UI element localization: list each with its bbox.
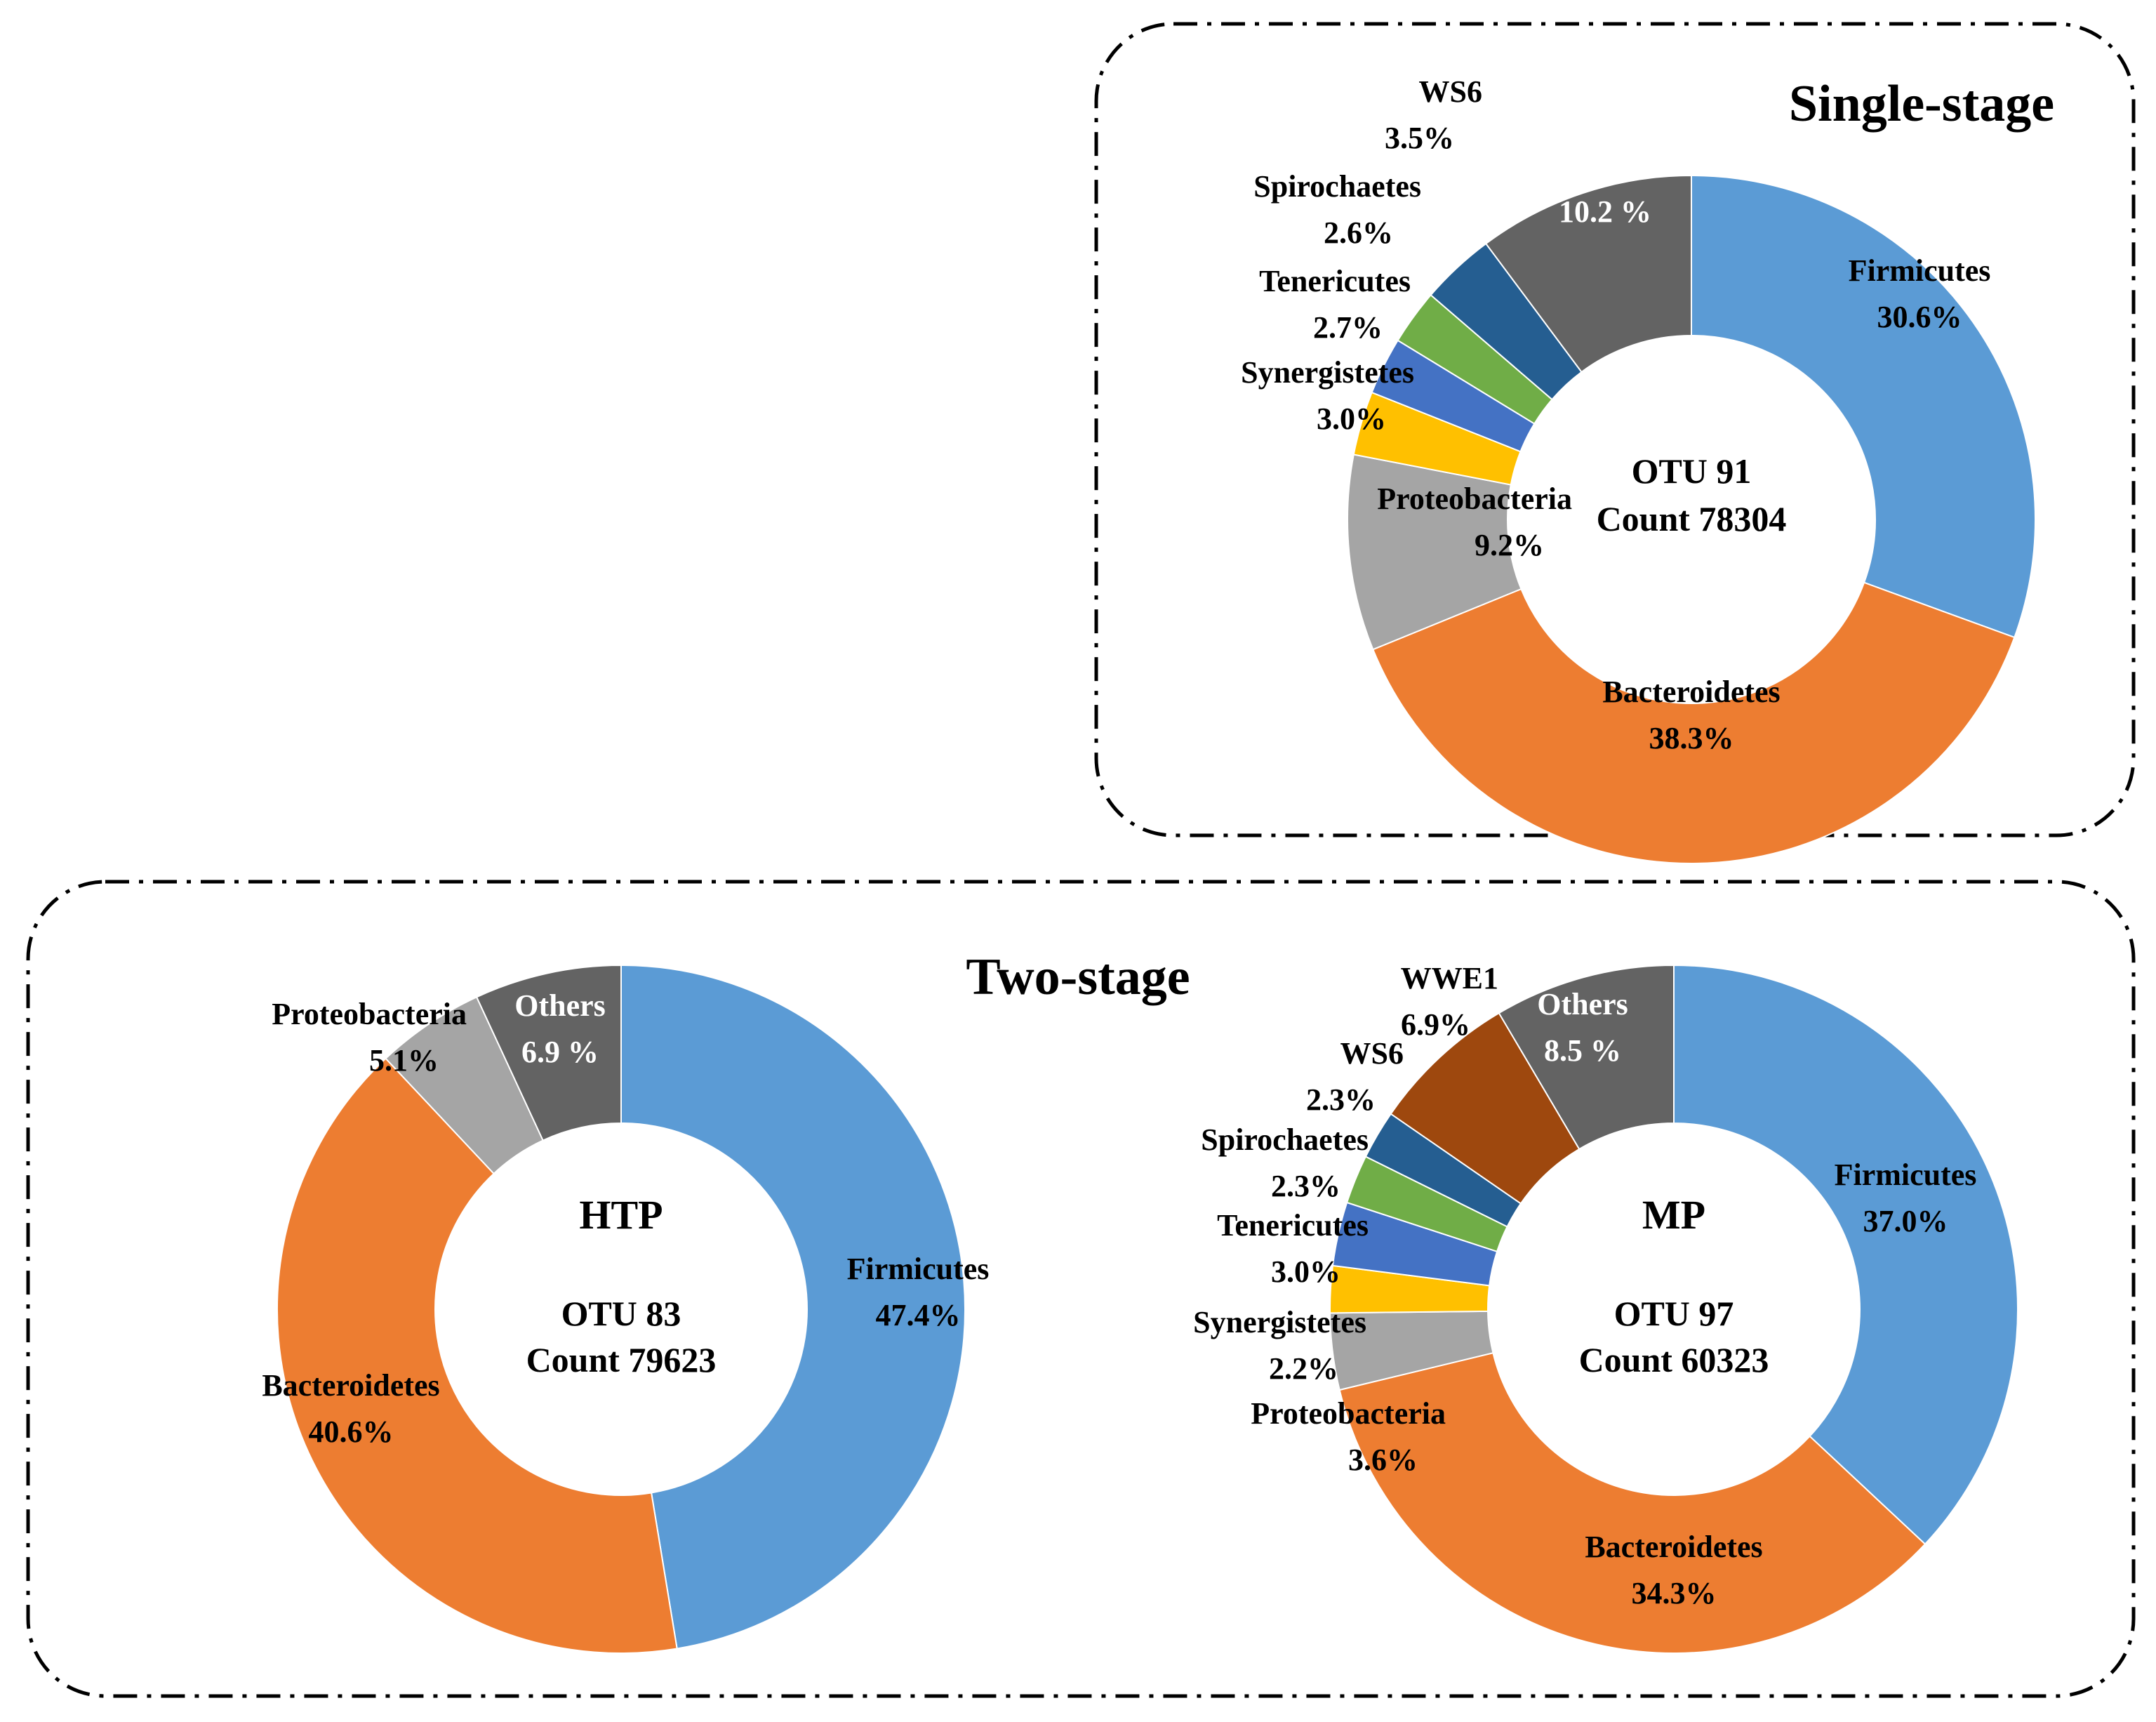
slice-label-proteobacteria: Proteobacteria bbox=[1251, 1396, 1446, 1431]
slice-label-bacteroidetes: Bacteroidetes bbox=[262, 1368, 439, 1403]
slice-firmicutes bbox=[1691, 174, 2036, 639]
slice-bacteroidetes bbox=[277, 1057, 678, 1654]
slice-percent-others: 8.5 % bbox=[1544, 1033, 1621, 1068]
slice-percent-proteobacteria: 5.1% bbox=[369, 1043, 439, 1078]
slice-label-proteobacteria: Proteobacteria bbox=[272, 997, 467, 1031]
slice-percent-bacteroidetes: 34.3% bbox=[1632, 1576, 1717, 1610]
slice-label-synergistetes: Synergistetes bbox=[1241, 355, 1414, 390]
slice-percent-proteobacteria: 9.2% bbox=[1475, 528, 1544, 562]
slice-percent-wwe1: 6.9% bbox=[1401, 1007, 1470, 1042]
htp-donut-chart: Firmicutes 47.4% Bacteroidetes 40.6% Proteob… bbox=[262, 964, 990, 1654]
slice-label-tenericutes: Tenericutes bbox=[1217, 1208, 1369, 1243]
slice-label-others: Others bbox=[1559, 148, 1651, 183]
slice-percent-synergistetes: 2.2% bbox=[1269, 1351, 1338, 1386]
slice-percent-synergistetes: 3.0% bbox=[1317, 402, 1386, 436]
slice-label-others: Others bbox=[1537, 987, 1628, 1021]
center-text-line: OTU 83 bbox=[561, 1294, 681, 1333]
center-text-line: MP bbox=[1642, 1192, 1705, 1238]
slice-percent-ws6: 2.3% bbox=[1306, 1082, 1376, 1117]
center-text-line: Count 79623 bbox=[526, 1340, 717, 1379]
slice-label-ws6: WS6 bbox=[1419, 74, 1482, 109]
slice-percent-firmicutes: 37.0% bbox=[1863, 1204, 1948, 1238]
center-text-line: Count 60323 bbox=[1579, 1340, 1769, 1379]
slice-percent-tenericutes: 2.7% bbox=[1313, 310, 1383, 345]
slice-percent-firmicutes: 30.6% bbox=[1877, 300, 1962, 334]
slice-percent-others: 6.9 % bbox=[521, 1035, 599, 1069]
slice-percent-ws6: 3.5% bbox=[1385, 121, 1454, 155]
slice-label-proteobacteria: Proteobacteria bbox=[1377, 482, 1572, 516]
slice-label-tenericutes: Tenericutes bbox=[1259, 264, 1411, 298]
slice-others bbox=[1498, 964, 1675, 1151]
slice-bacteroidetes bbox=[1372, 581, 2016, 864]
slice-label-spirochaetes: Spirochaetes bbox=[1253, 169, 1421, 204]
slice-label-bacteroidetes: Bacteroidetes bbox=[1585, 1530, 1762, 1564]
center-text-line: OTU 97 bbox=[1614, 1294, 1734, 1333]
mp-donut-chart: Firmicutes 37.0% Bacteroidetes 34.3% Proteob… bbox=[1193, 961, 2018, 1654]
slice-percent-spirochaetes: 2.6% bbox=[1324, 216, 1393, 250]
single-stage-title: Single-stage bbox=[1789, 75, 2054, 133]
two-stage-title: Two-stage bbox=[966, 948, 1190, 1006]
slice-label-wwe1: WWE1 bbox=[1401, 961, 1498, 995]
slice-label-others: Others bbox=[514, 988, 606, 1023]
slice-percent-tenericutes: 3.0% bbox=[1271, 1254, 1340, 1289]
slice-firmicutes bbox=[1673, 964, 2018, 1546]
slice-label-firmicutes: Firmicutes bbox=[1835, 1158, 1977, 1192]
center-text-line: Count 78304 bbox=[1597, 499, 1787, 538]
slice-label-ws6: WS6 bbox=[1340, 1036, 1404, 1071]
slice-label-synergistetes: Synergistetes bbox=[1193, 1305, 1366, 1339]
slice-percent-bacteroidetes: 38.3% bbox=[1649, 721, 1734, 755]
slice-percent-spirochaetes: 2.3% bbox=[1271, 1169, 1340, 1203]
slice-others bbox=[1484, 174, 1692, 373]
slice-others bbox=[475, 964, 622, 1141]
slice-label-firmicutes: Firmicutes bbox=[1849, 253, 1991, 288]
center-text-line: HTP bbox=[579, 1192, 663, 1238]
single-stage-panel-border bbox=[1094, 22, 2136, 837]
slice-label-spirochaetes: Spirochaetes bbox=[1201, 1122, 1369, 1157]
slice-percent-others: 10.2 % bbox=[1559, 194, 1651, 229]
slice-percent-proteobacteria: 3.6% bbox=[1348, 1443, 1418, 1477]
slice-percent-bacteroidetes: 40.6% bbox=[309, 1415, 394, 1449]
single-stage-donut-chart: Firmicutes 30.6% Bacteroidetes 38.3% Proteob… bbox=[1241, 74, 2036, 864]
slice-percent-firmicutes: 47.4% bbox=[876, 1298, 961, 1332]
slice-firmicutes bbox=[620, 964, 966, 1650]
center-text-line: OTU 91 bbox=[1632, 451, 1752, 491]
slice-bacteroidetes bbox=[1338, 1352, 1927, 1654]
slice-label-firmicutes: Firmicutes bbox=[847, 1252, 990, 1286]
slice-label-bacteroidetes: Bacteroidetes bbox=[1602, 675, 1780, 709]
two-stage-panel-border bbox=[26, 880, 2136, 1698]
